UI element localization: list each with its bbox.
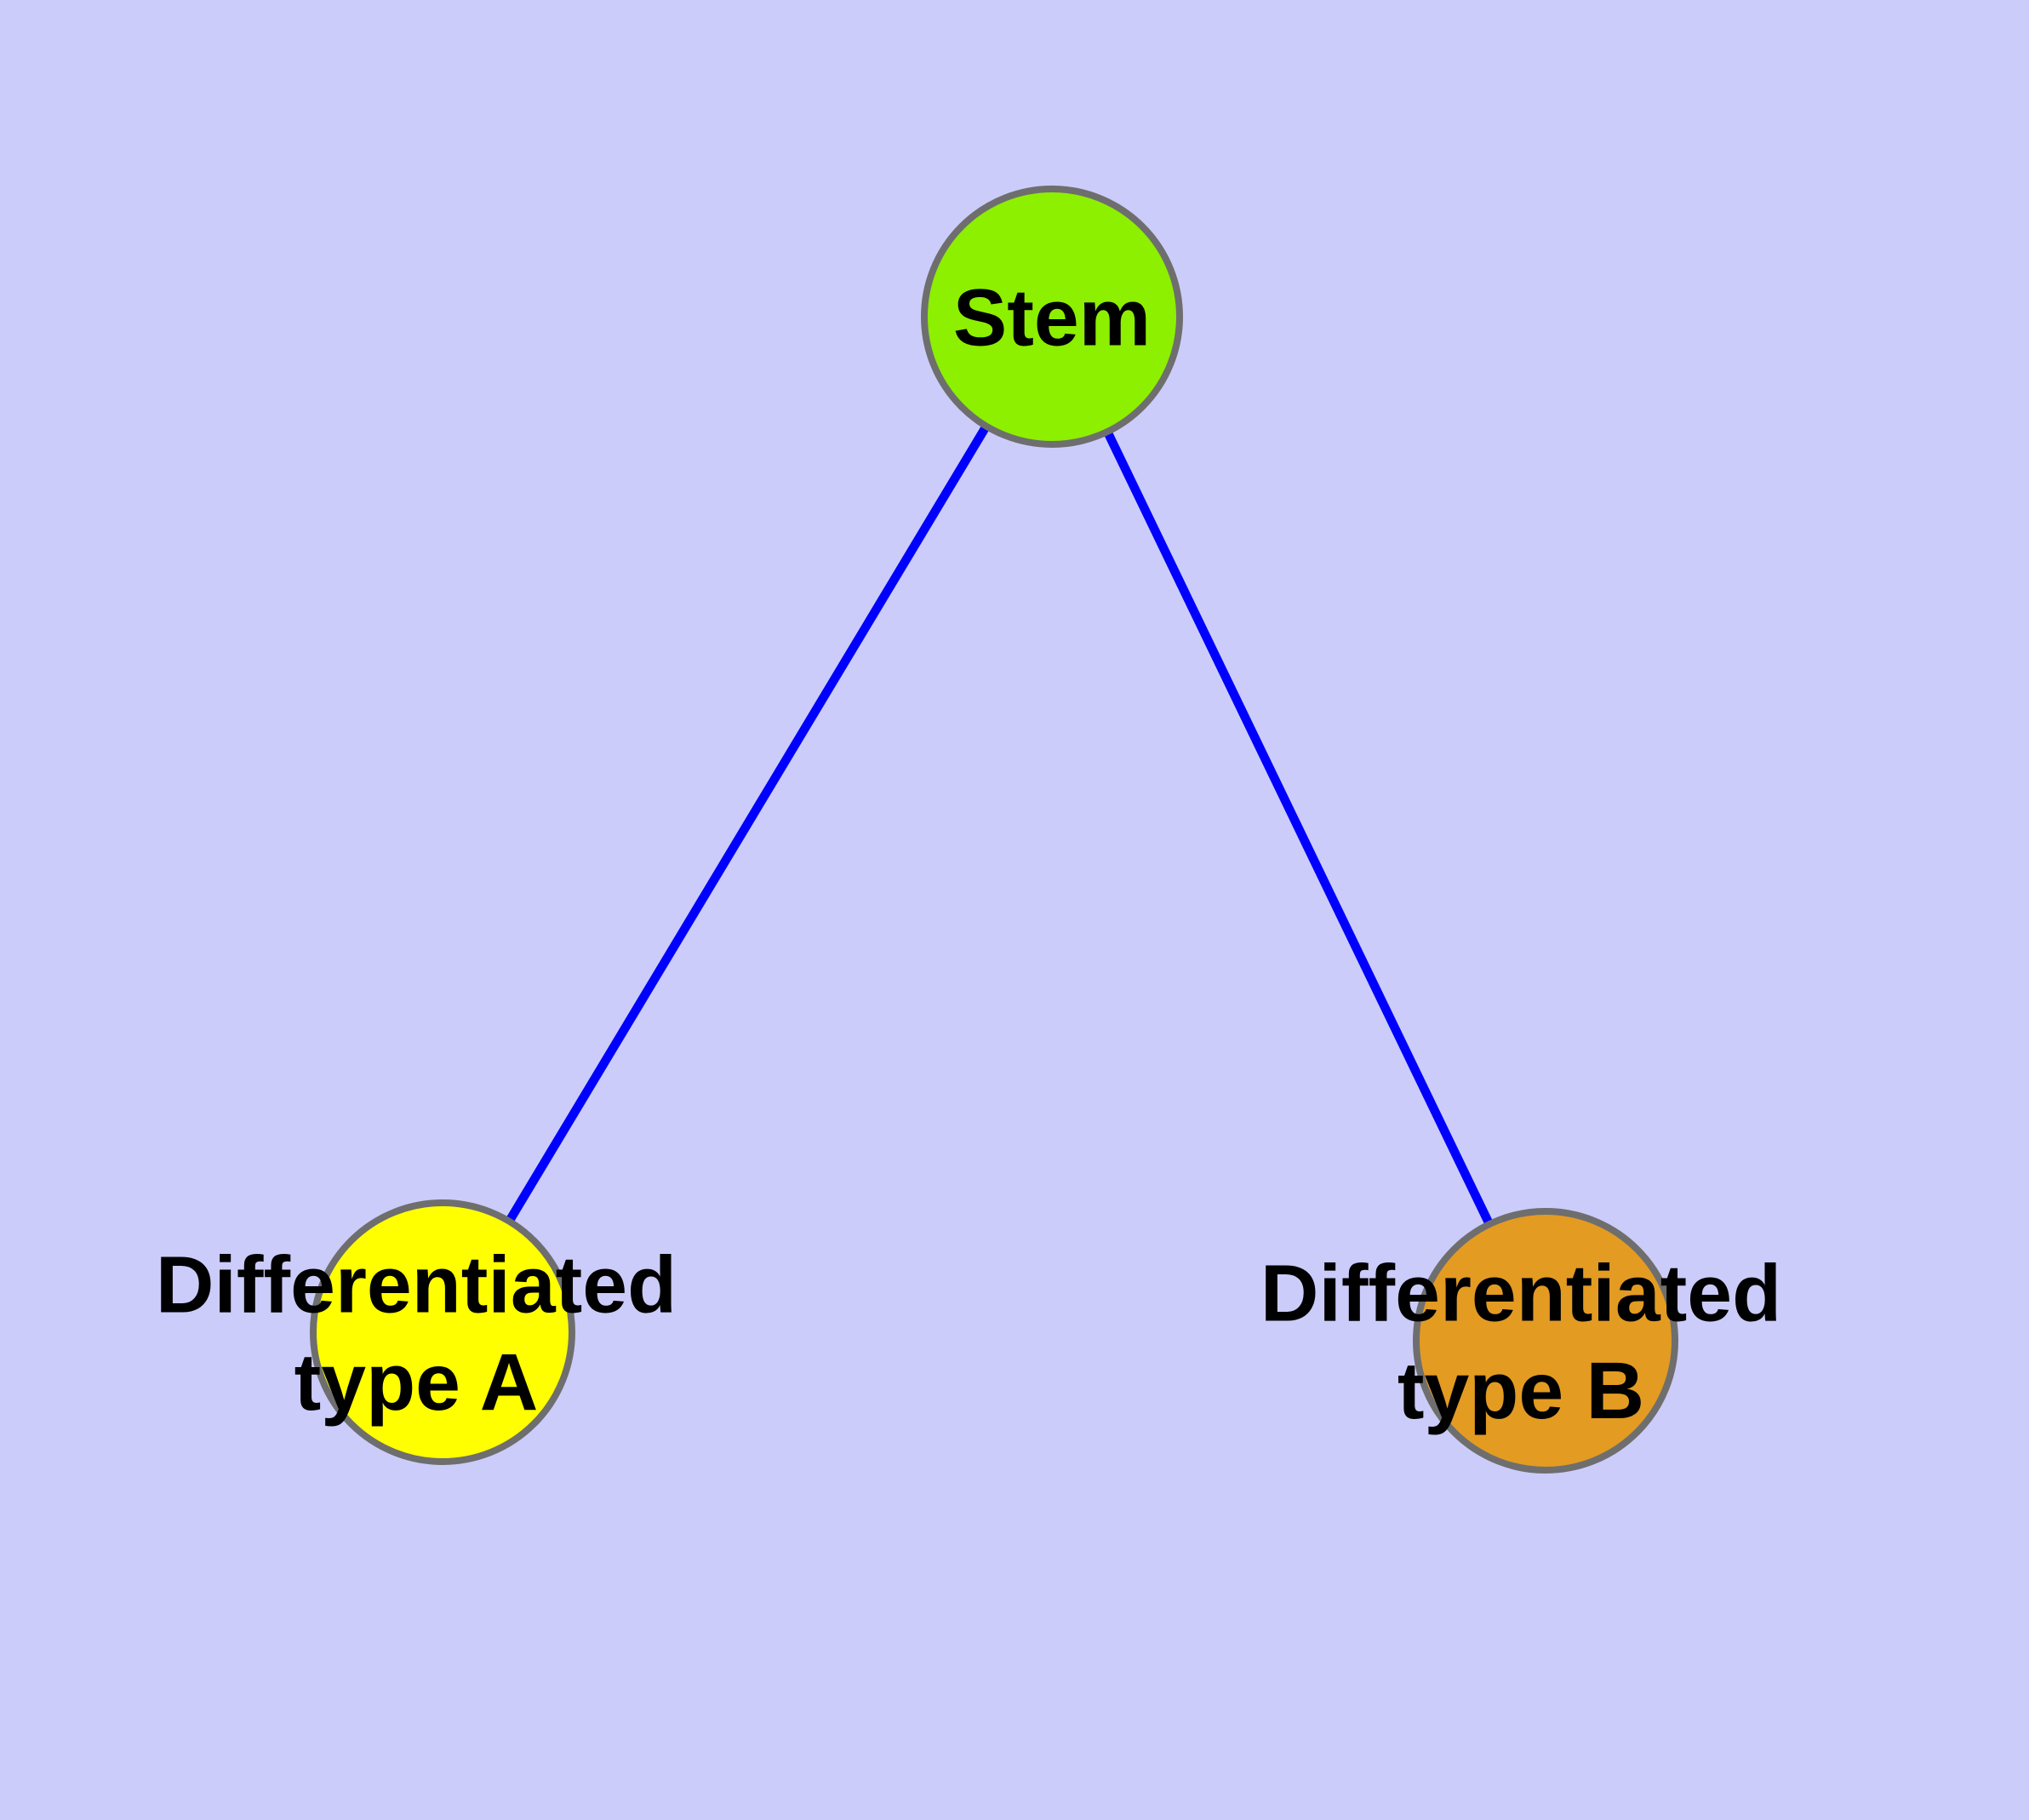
- edges-layer: [505, 423, 1494, 1227]
- node-diff_b[interactable]: [1413, 1208, 1678, 1474]
- edge-stem-to-diff_a: [505, 423, 991, 1224]
- node-label-stem: Stem: [953, 273, 1151, 363]
- node-label-diff_a-line-2: type A: [294, 1337, 539, 1428]
- nodes-layer: [310, 186, 1678, 1474]
- edge-stem-to-diff_b: [1103, 429, 1494, 1227]
- node-diff_a[interactable]: [310, 1199, 575, 1465]
- node-label-diff_b-line-2: type B: [1397, 1346, 1644, 1436]
- node-label-diff_a-line-1: Differentiated: [156, 1239, 677, 1330]
- node-label-stem-line-1: Stem: [953, 273, 1151, 363]
- node-label-diff_b-line-1: Differentiated: [1260, 1248, 1781, 1338]
- node-stem[interactable]: [921, 186, 1183, 448]
